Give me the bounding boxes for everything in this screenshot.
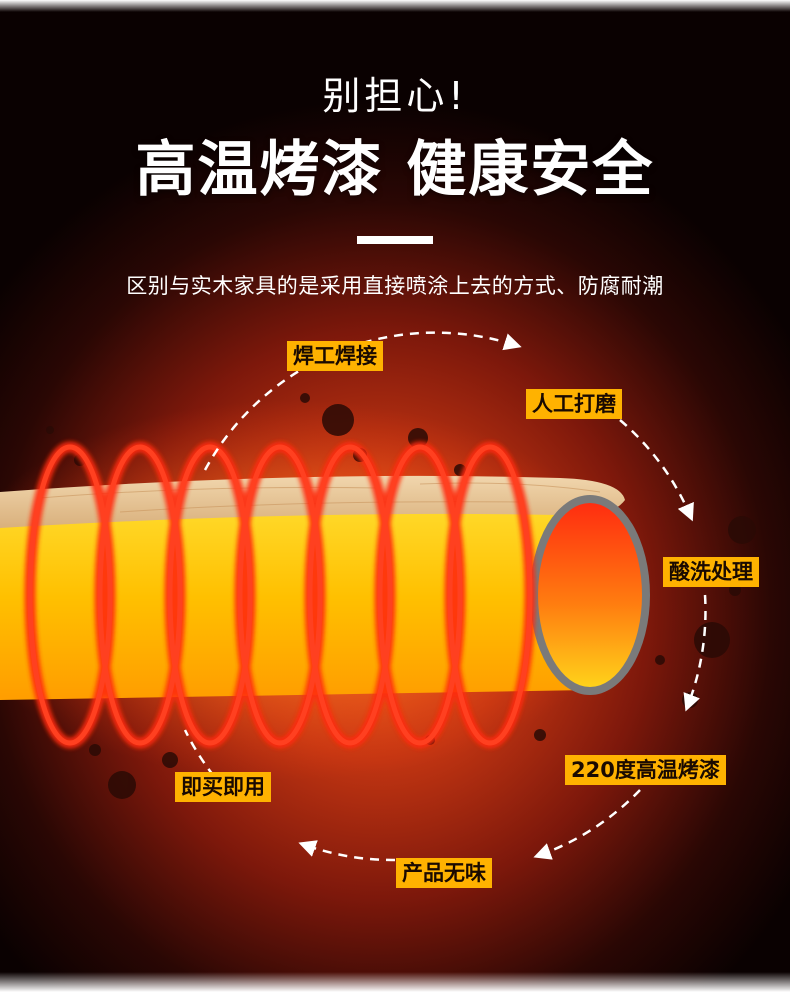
step-baking-label: 220度高温烤漆 xyxy=(565,755,726,785)
main-title: 高温烤漆 健康安全 xyxy=(135,135,655,205)
subtitle: 别担心! xyxy=(322,74,468,118)
step-pickling-label: 酸洗处理 xyxy=(663,557,759,587)
tube-end-inner xyxy=(538,503,642,687)
heating-coils-core xyxy=(27,444,533,746)
step-grinding-label: 人工打磨 xyxy=(526,389,622,419)
tube-body xyxy=(0,495,590,700)
step-ready-label: 即买即用 xyxy=(175,772,271,802)
step-odorless-label: 产品无味 xyxy=(396,858,492,888)
title-divider xyxy=(357,236,433,244)
description: 区别与实木家具的是采用直接喷涂上去的方式、防腐耐潮 xyxy=(126,274,664,298)
step-welding-label: 焊工焊接 xyxy=(287,341,383,371)
